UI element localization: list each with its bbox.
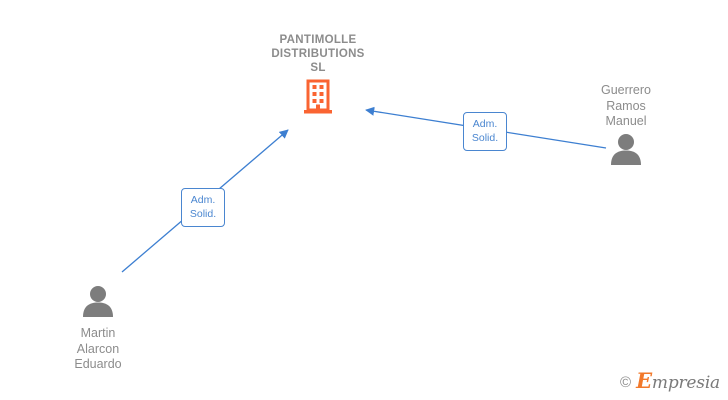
person-name: Guerrero Ramos Manuel	[600, 83, 652, 128]
empresia-watermark: © Empresia	[620, 370, 720, 393]
brand-rest: mpresia	[651, 373, 720, 393]
copyright-icon: ©	[620, 373, 632, 391]
relation-label-guerrero[interactable]: Adm. Solid.	[463, 112, 507, 151]
person-avatar-icon[interactable]	[551, 133, 701, 170]
person-avatar-icon[interactable]	[23, 285, 173, 322]
person-node-guerrero-ramos-manuel[interactable]: Guerrero Ramos Manuel	[551, 83, 701, 170]
brand-initial: E	[636, 368, 652, 393]
brand-logo-text: Empresia	[636, 370, 720, 393]
person-name: Martin Alarcon Eduardo	[74, 326, 122, 371]
company-title: PANTIMOLLE DISTRIBUTIONS SL	[271, 34, 365, 74]
office-building-icon[interactable]	[228, 79, 408, 120]
company-node[interactable]: PANTIMOLLE DISTRIBUTIONS SL	[228, 33, 408, 120]
person-node-martin-alarcon-eduardo[interactable]: Martin Alarcon Eduardo	[23, 285, 173, 373]
relation-label-martin[interactable]: Adm. Solid.	[181, 188, 225, 227]
